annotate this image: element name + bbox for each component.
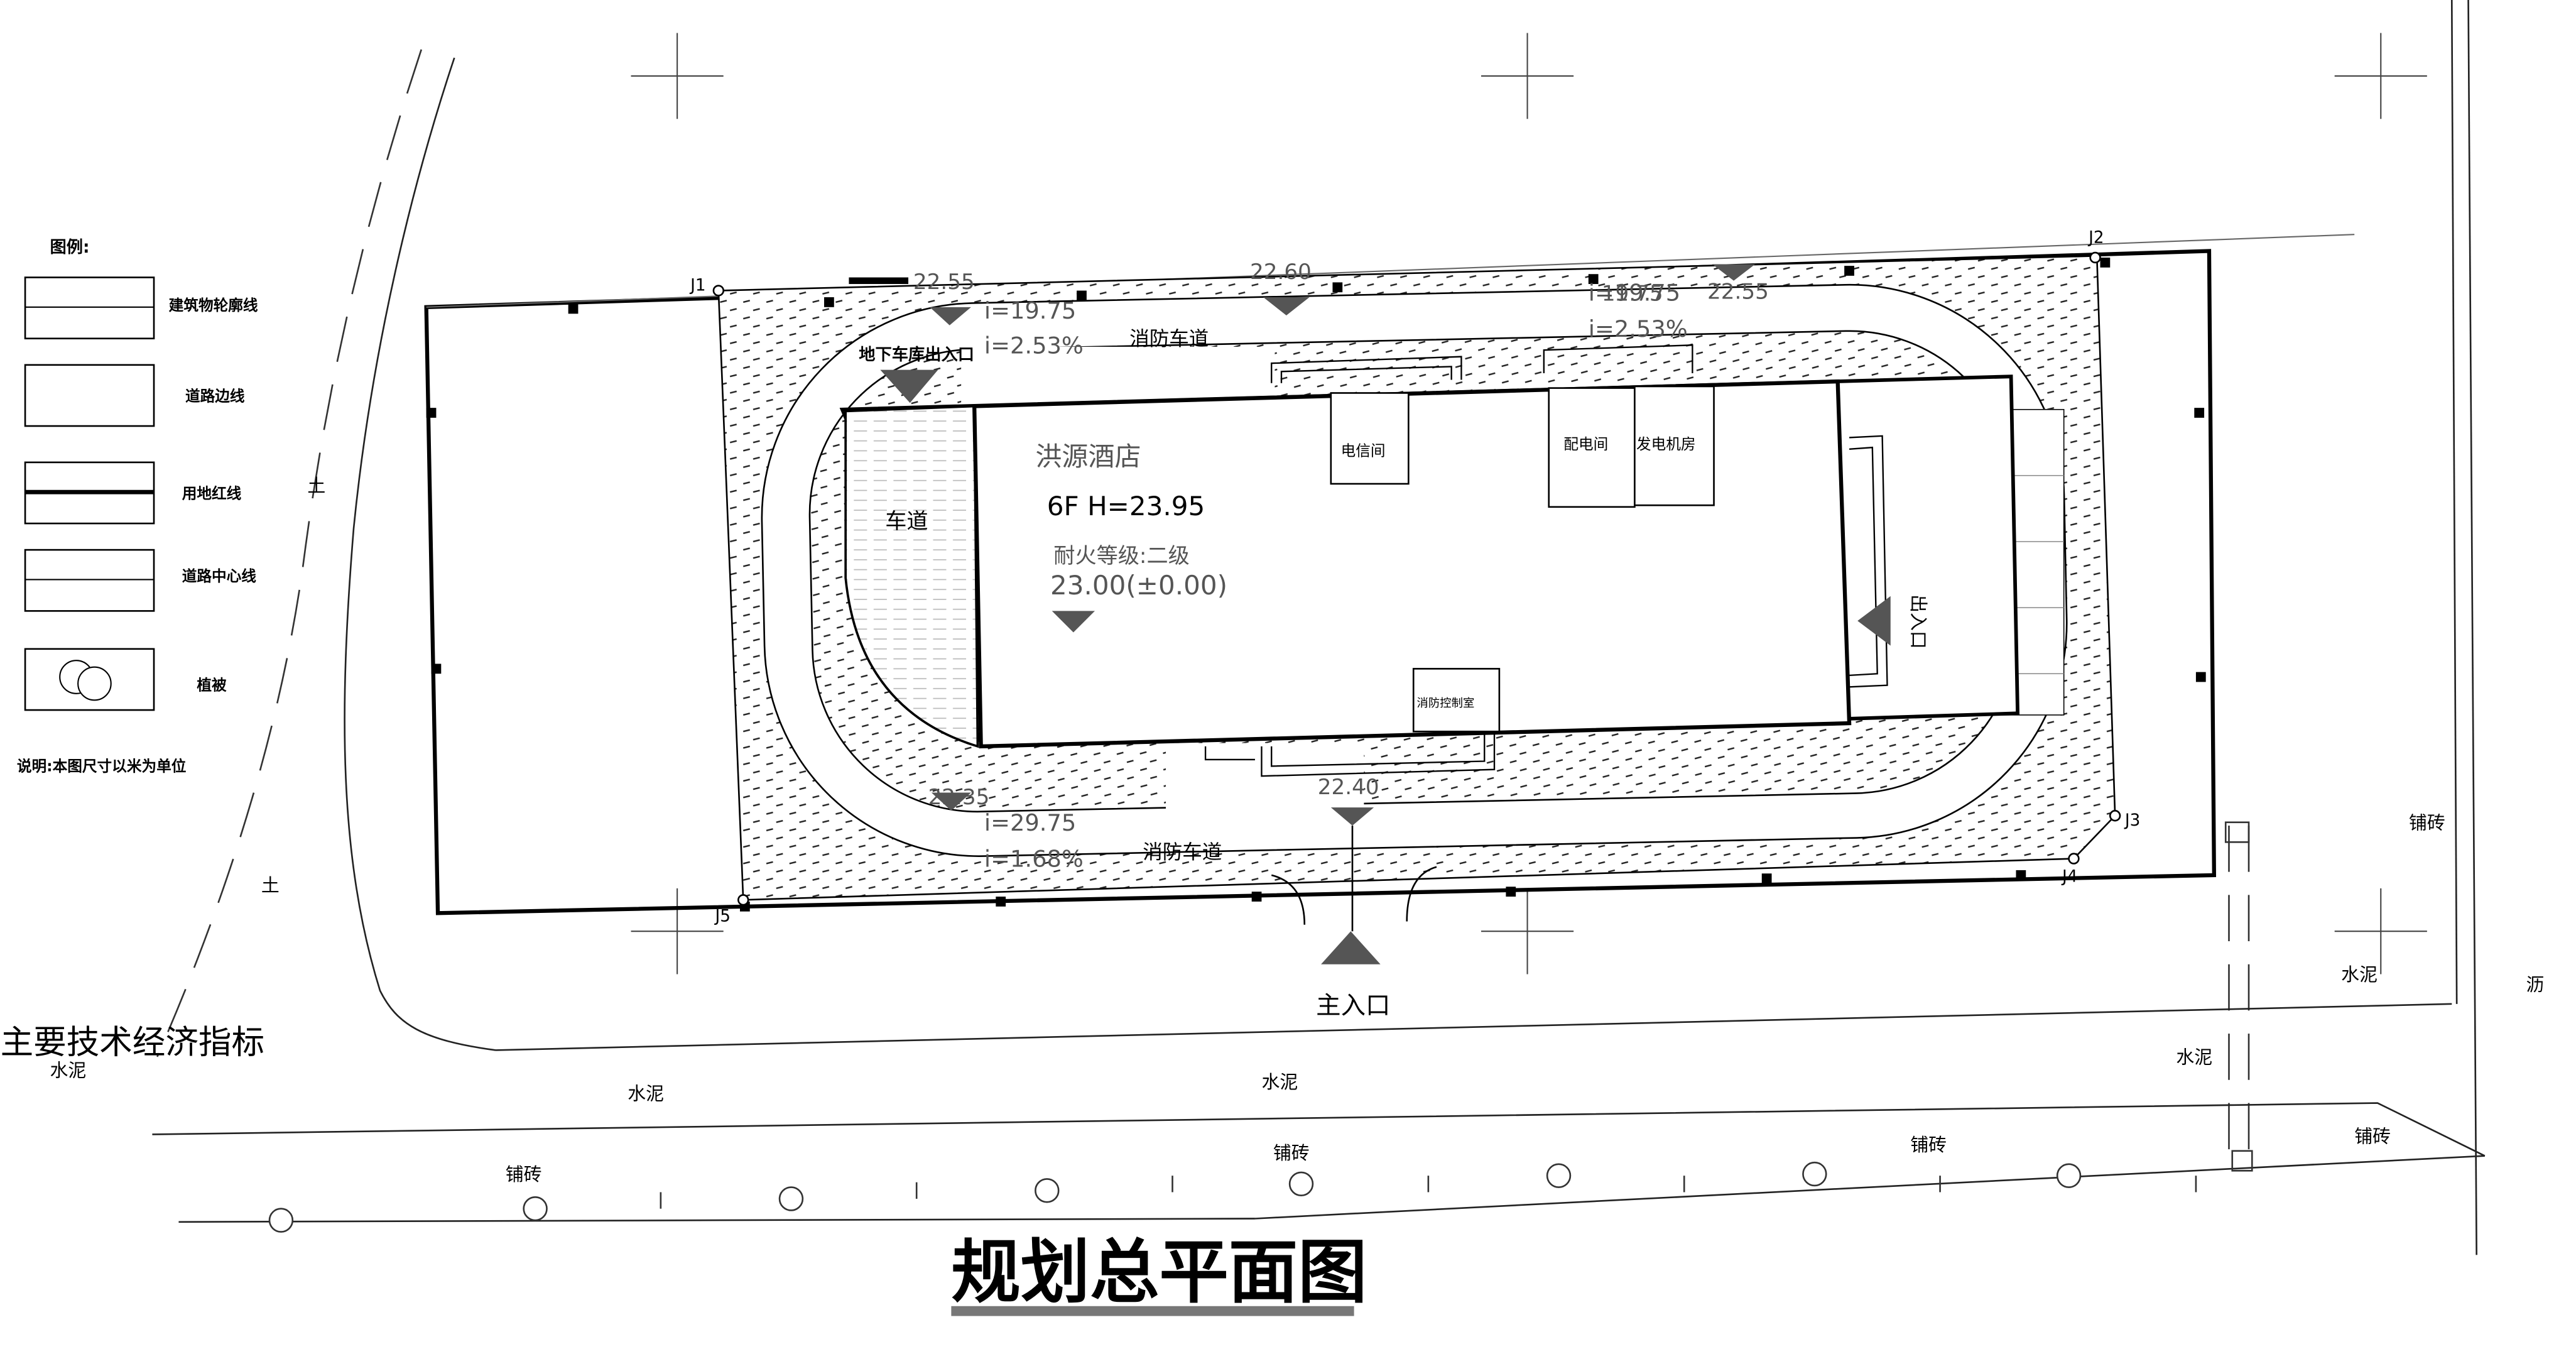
power-room-label: 配电间 <box>1563 435 1608 453</box>
generator-room-label: 发电机房 <box>1636 435 1696 453</box>
elevation-1: 22.55 <box>913 270 975 295</box>
elevation-6: 22.35 <box>928 785 990 810</box>
corner-points <box>712 251 2121 906</box>
existing-road-edges <box>152 0 2486 1255</box>
corner-label-j2: J2 <box>2087 228 2104 247</box>
material-paving-5: 铺砖 <box>2409 812 2445 833</box>
power-room <box>1548 387 1636 508</box>
material-cement-1: 水泥 <box>50 1059 86 1081</box>
legend-note: 说明:本图尺寸以米为单位 <box>17 757 187 775</box>
material-paving-1: 铺砖 <box>506 1164 542 1185</box>
existing-road-lines <box>156 49 2250 1156</box>
material-cement-5: 水泥 <box>2341 964 2378 985</box>
fire-lane-label-top: 消防车道 <box>1129 327 1209 350</box>
material-paving-3: 铺砖 <box>1910 1134 1947 1155</box>
elevation-4: 22.55 <box>1707 280 1769 305</box>
slope-5: i=29.75 <box>984 809 1076 836</box>
entrance-arrows <box>880 264 1891 964</box>
material-soil-1: 土 <box>307 475 325 496</box>
ramp-label: 地下车库出入口 <box>859 345 974 364</box>
legend-heading: 图例: <box>50 238 89 257</box>
generator-room <box>1634 385 1715 506</box>
slope-2: i=2.53% <box>984 332 1084 359</box>
fire-control-room <box>1412 668 1501 733</box>
material-cement-3: 水泥 <box>1261 1071 1298 1093</box>
driveway-ramp <box>844 405 979 748</box>
corner-label-j5: J5 <box>714 907 731 925</box>
telecom-room <box>1330 392 1410 485</box>
legend-label-vegetation: 植被 <box>197 677 227 694</box>
legend-swatches <box>24 276 155 711</box>
building-floors: 6F H=23.95 <box>1047 491 1205 521</box>
material-cement-4: 水泥 <box>2176 1046 2212 1067</box>
elevation-3: 19.75 <box>1602 281 1663 306</box>
street-markers <box>268 821 2253 1233</box>
elevation-2: 22.60 <box>1250 259 1312 285</box>
legend-label-road-edge: 道路边线 <box>185 388 245 405</box>
floor-level: 23.00(±0.00) <box>1050 570 1227 601</box>
boundary-posts <box>426 257 2206 912</box>
fire-lane-label-bottom: 消防车道 <box>1143 841 1222 864</box>
main-entrance-label: 主入口 <box>1316 991 1390 1020</box>
corner-label-j3: J3 <box>2124 811 2140 830</box>
slope-6: i=1.68% <box>984 846 1084 873</box>
building-name: 洪源酒店 <box>1035 441 1141 472</box>
slope-3: i=19.75 <box>1589 279 1680 306</box>
slope-1: i=19.75 <box>984 297 1076 324</box>
material-soil-2: 土 <box>261 875 280 896</box>
elevation-5: 22.40 <box>1318 775 1379 800</box>
fire-control-room-label: 消防控制室 <box>1416 697 1474 710</box>
legend-label-red-line: 用地红线 <box>182 485 242 503</box>
material-paving-4: 铺砖 <box>2354 1126 2391 1147</box>
side-entrance-label: 出入口 <box>1908 594 1929 649</box>
slope-4: i=2.53% <box>1589 315 1688 342</box>
driveway-label: 车道 <box>885 509 928 534</box>
material-cement-2: 水泥 <box>628 1083 664 1104</box>
legend-label-building: 建筑物轮廓线 <box>169 297 258 314</box>
drawing-title: 规划总平面图 <box>951 1233 1367 1313</box>
material-paving-2: 铺砖 <box>1273 1142 1310 1164</box>
telecom-room-label: 电信间 <box>1341 442 1386 459</box>
fire-rating: 耐火等级:二级 <box>1053 543 1189 569</box>
corner-label-j1: J1 <box>689 276 705 295</box>
tech-heading: 主要技术经济指标 <box>1 1024 264 1062</box>
registration-marks <box>631 33 2427 975</box>
corner-label-j4: J4 <box>2061 867 2077 886</box>
title-underline <box>951 1306 1354 1316</box>
material-asphalt: 沥 <box>2526 974 2545 995</box>
legend-label-centerline: 道路中心线 <box>182 567 257 585</box>
